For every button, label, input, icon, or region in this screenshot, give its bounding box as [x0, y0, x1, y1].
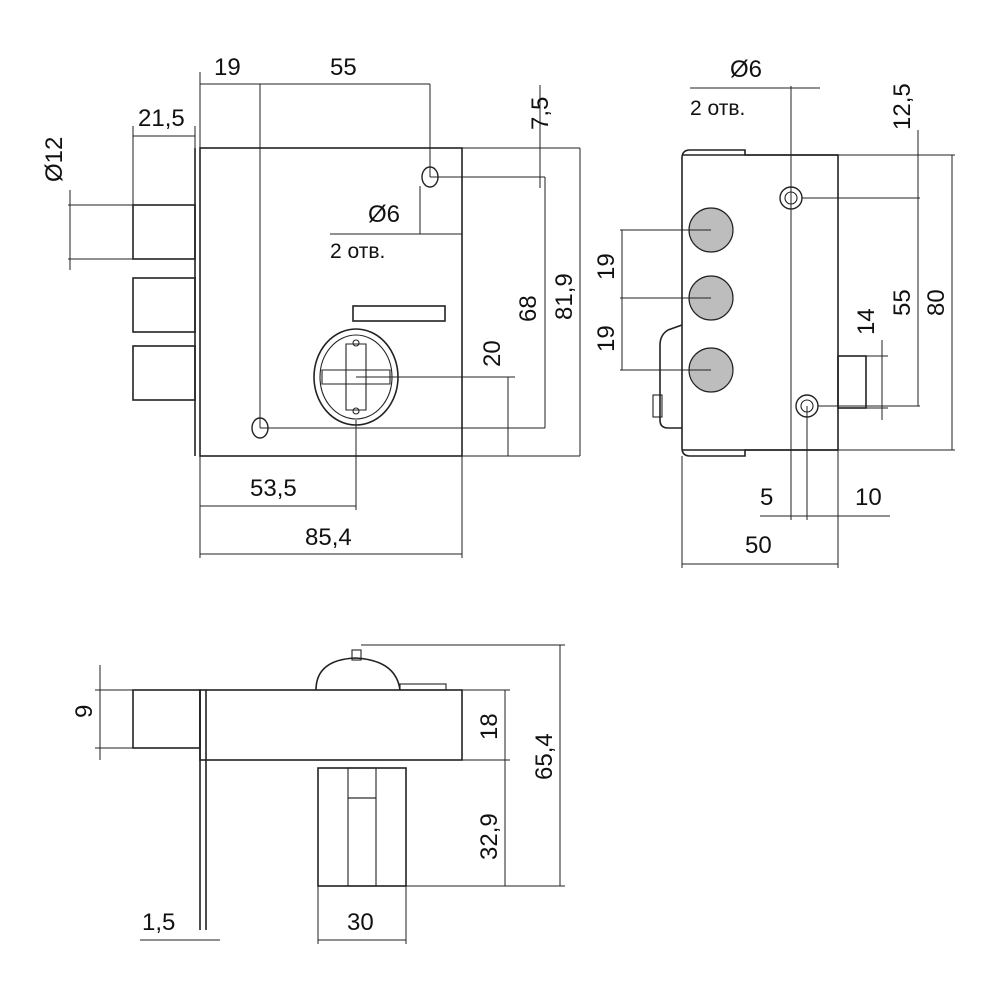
dimension-labels: 19 55 21,5 7,5 Ø12 Ø6 2 отв. 68 81,9 20 … [41, 54, 950, 936]
label-front-diam12: Ø12 [41, 137, 68, 182]
label-side-12-5: 12,5 [889, 83, 916, 130]
label-side-50: 50 [745, 532, 772, 559]
label-front-85-4: 85,4 [305, 524, 352, 551]
label-side-14: 14 [853, 308, 880, 335]
lock-body-top [199, 689, 463, 761]
label-front-hole-count: 2 отв. [330, 240, 385, 263]
bolt-bottom [132, 345, 196, 401]
label-side-19-bottom: 19 [593, 325, 620, 352]
label-top-65-4: 65,4 [531, 733, 558, 780]
cylinder-side [659, 324, 683, 429]
label-front-81-9: 81,9 [551, 273, 578, 320]
label-front-diam6: Ø6 [368, 201, 400, 228]
label-front-53-5: 53,5 [250, 475, 297, 502]
label-side-hole-count: 2 отв. [690, 97, 745, 120]
label-side-diam6: Ø6 [730, 56, 762, 83]
label-front-21-5: 21,5 [138, 105, 185, 132]
label-top-9: 9 [71, 705, 98, 718]
label-front-20: 20 [479, 340, 506, 367]
label-front-19: 19 [214, 54, 241, 81]
label-side-80: 80 [923, 289, 950, 316]
label-top-32-9: 32,9 [476, 813, 503, 860]
latch-side [837, 355, 867, 409]
cylinder-cap [315, 657, 401, 691]
label-front-7-5: 7,5 [527, 97, 554, 130]
label-top-30: 30 [347, 909, 374, 936]
bolt-middle [132, 277, 196, 333]
side-view [620, 86, 955, 568]
label-side-10: 10 [855, 484, 882, 511]
label-top-18: 18 [476, 713, 503, 740]
lower-housing [317, 767, 407, 887]
lock-body-front [199, 147, 463, 457]
top-view [95, 644, 565, 944]
label-front-68: 68 [515, 295, 542, 322]
label-front-55: 55 [330, 54, 357, 81]
bolt-top [132, 204, 196, 260]
bolt-top-view [132, 689, 201, 749]
label-side-19-top: 19 [593, 253, 620, 280]
label-side-55: 55 [889, 289, 916, 316]
front-view [68, 72, 581, 558]
label-top-1-5: 1,5 [142, 909, 175, 936]
label-side-5: 5 [760, 484, 773, 511]
latch-slot [352, 305, 446, 322]
